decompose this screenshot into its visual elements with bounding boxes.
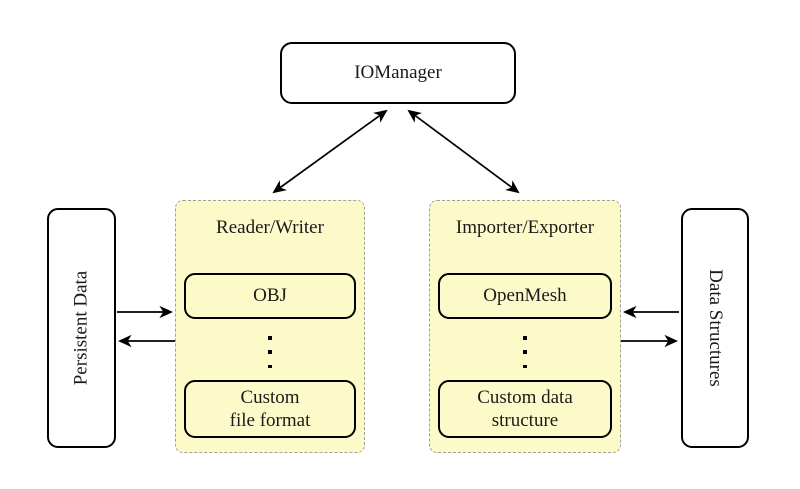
node-persistent-data: Persistent Data	[47, 208, 116, 448]
node-obj-label: OBJ	[253, 285, 287, 307]
node-iomanager: IOManager	[280, 42, 516, 104]
vertical-ellipsis-icon	[176, 336, 364, 368]
arrow-iomanager-importerexporter	[407, 109, 520, 194]
node-persistent-data-label: Persistent Data	[70, 270, 92, 386]
node-iomanager-label: IOManager	[354, 62, 442, 83]
group-importer-exporter-label: Importer/Exporter	[455, 217, 595, 238]
node-obj: OBJ	[184, 273, 356, 319]
node-openmesh: OpenMesh	[438, 273, 612, 319]
node-custom-data-structure-label: Custom data structure	[477, 386, 573, 431]
node-custom-file-format-label: Custom file format	[229, 386, 311, 431]
node-openmesh-label: OpenMesh	[483, 285, 567, 307]
group-reader-writer-label: Reader/Writer	[216, 217, 324, 238]
group-importer-exporter: Importer/Exporter OpenMesh Custom data s…	[429, 200, 621, 453]
group-reader-writer: Reader/Writer OBJ Custom file format	[175, 200, 365, 453]
node-data-structures-label: Data Structures	[705, 269, 726, 387]
node-custom-data-structure: Custom data structure	[438, 380, 612, 438]
node-custom-file-format: Custom file format	[184, 380, 356, 438]
arrow-iomanager-readerwriter	[272, 109, 388, 194]
vertical-ellipsis-icon	[430, 336, 620, 368]
node-data-structures: Data Structures	[681, 208, 749, 448]
